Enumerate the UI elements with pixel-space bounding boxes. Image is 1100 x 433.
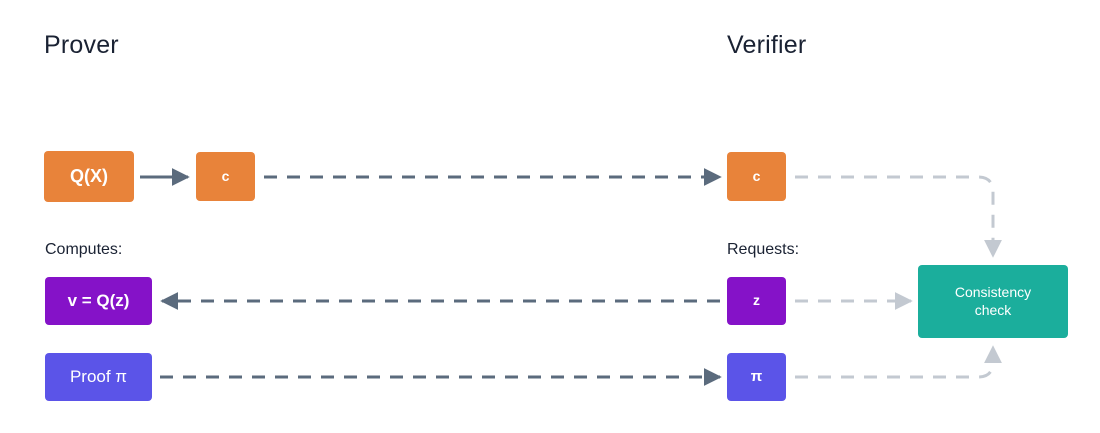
edge-pi-to-check xyxy=(795,345,1002,379)
node-commitment-prover[interactable]: c xyxy=(196,152,255,201)
node-evaluation-vqz[interactable]: v = Q(z) xyxy=(45,277,152,325)
consistency-check-line1: Consistency xyxy=(954,284,1032,300)
label-computes: Computes: xyxy=(45,241,123,258)
label-requests: Requests: xyxy=(727,241,800,258)
column-title-verifier: Verifier xyxy=(727,31,807,59)
edge-c-to-check xyxy=(795,175,1002,258)
node-proof-pi[interactable]: Proof π xyxy=(45,353,152,401)
node-polynomial-qx[interactable]: Q(X) xyxy=(44,151,134,202)
node-challenge-z[interactable]: z xyxy=(727,277,786,325)
node-commitment-verifier[interactable]: c xyxy=(727,152,786,201)
column-title-prover: Prover xyxy=(44,31,119,59)
node-consistency-check[interactable]: Consistency check xyxy=(918,265,1068,338)
node-pi-verifier[interactable]: π xyxy=(727,353,786,401)
consistency-check-line2: check xyxy=(974,301,1012,318)
